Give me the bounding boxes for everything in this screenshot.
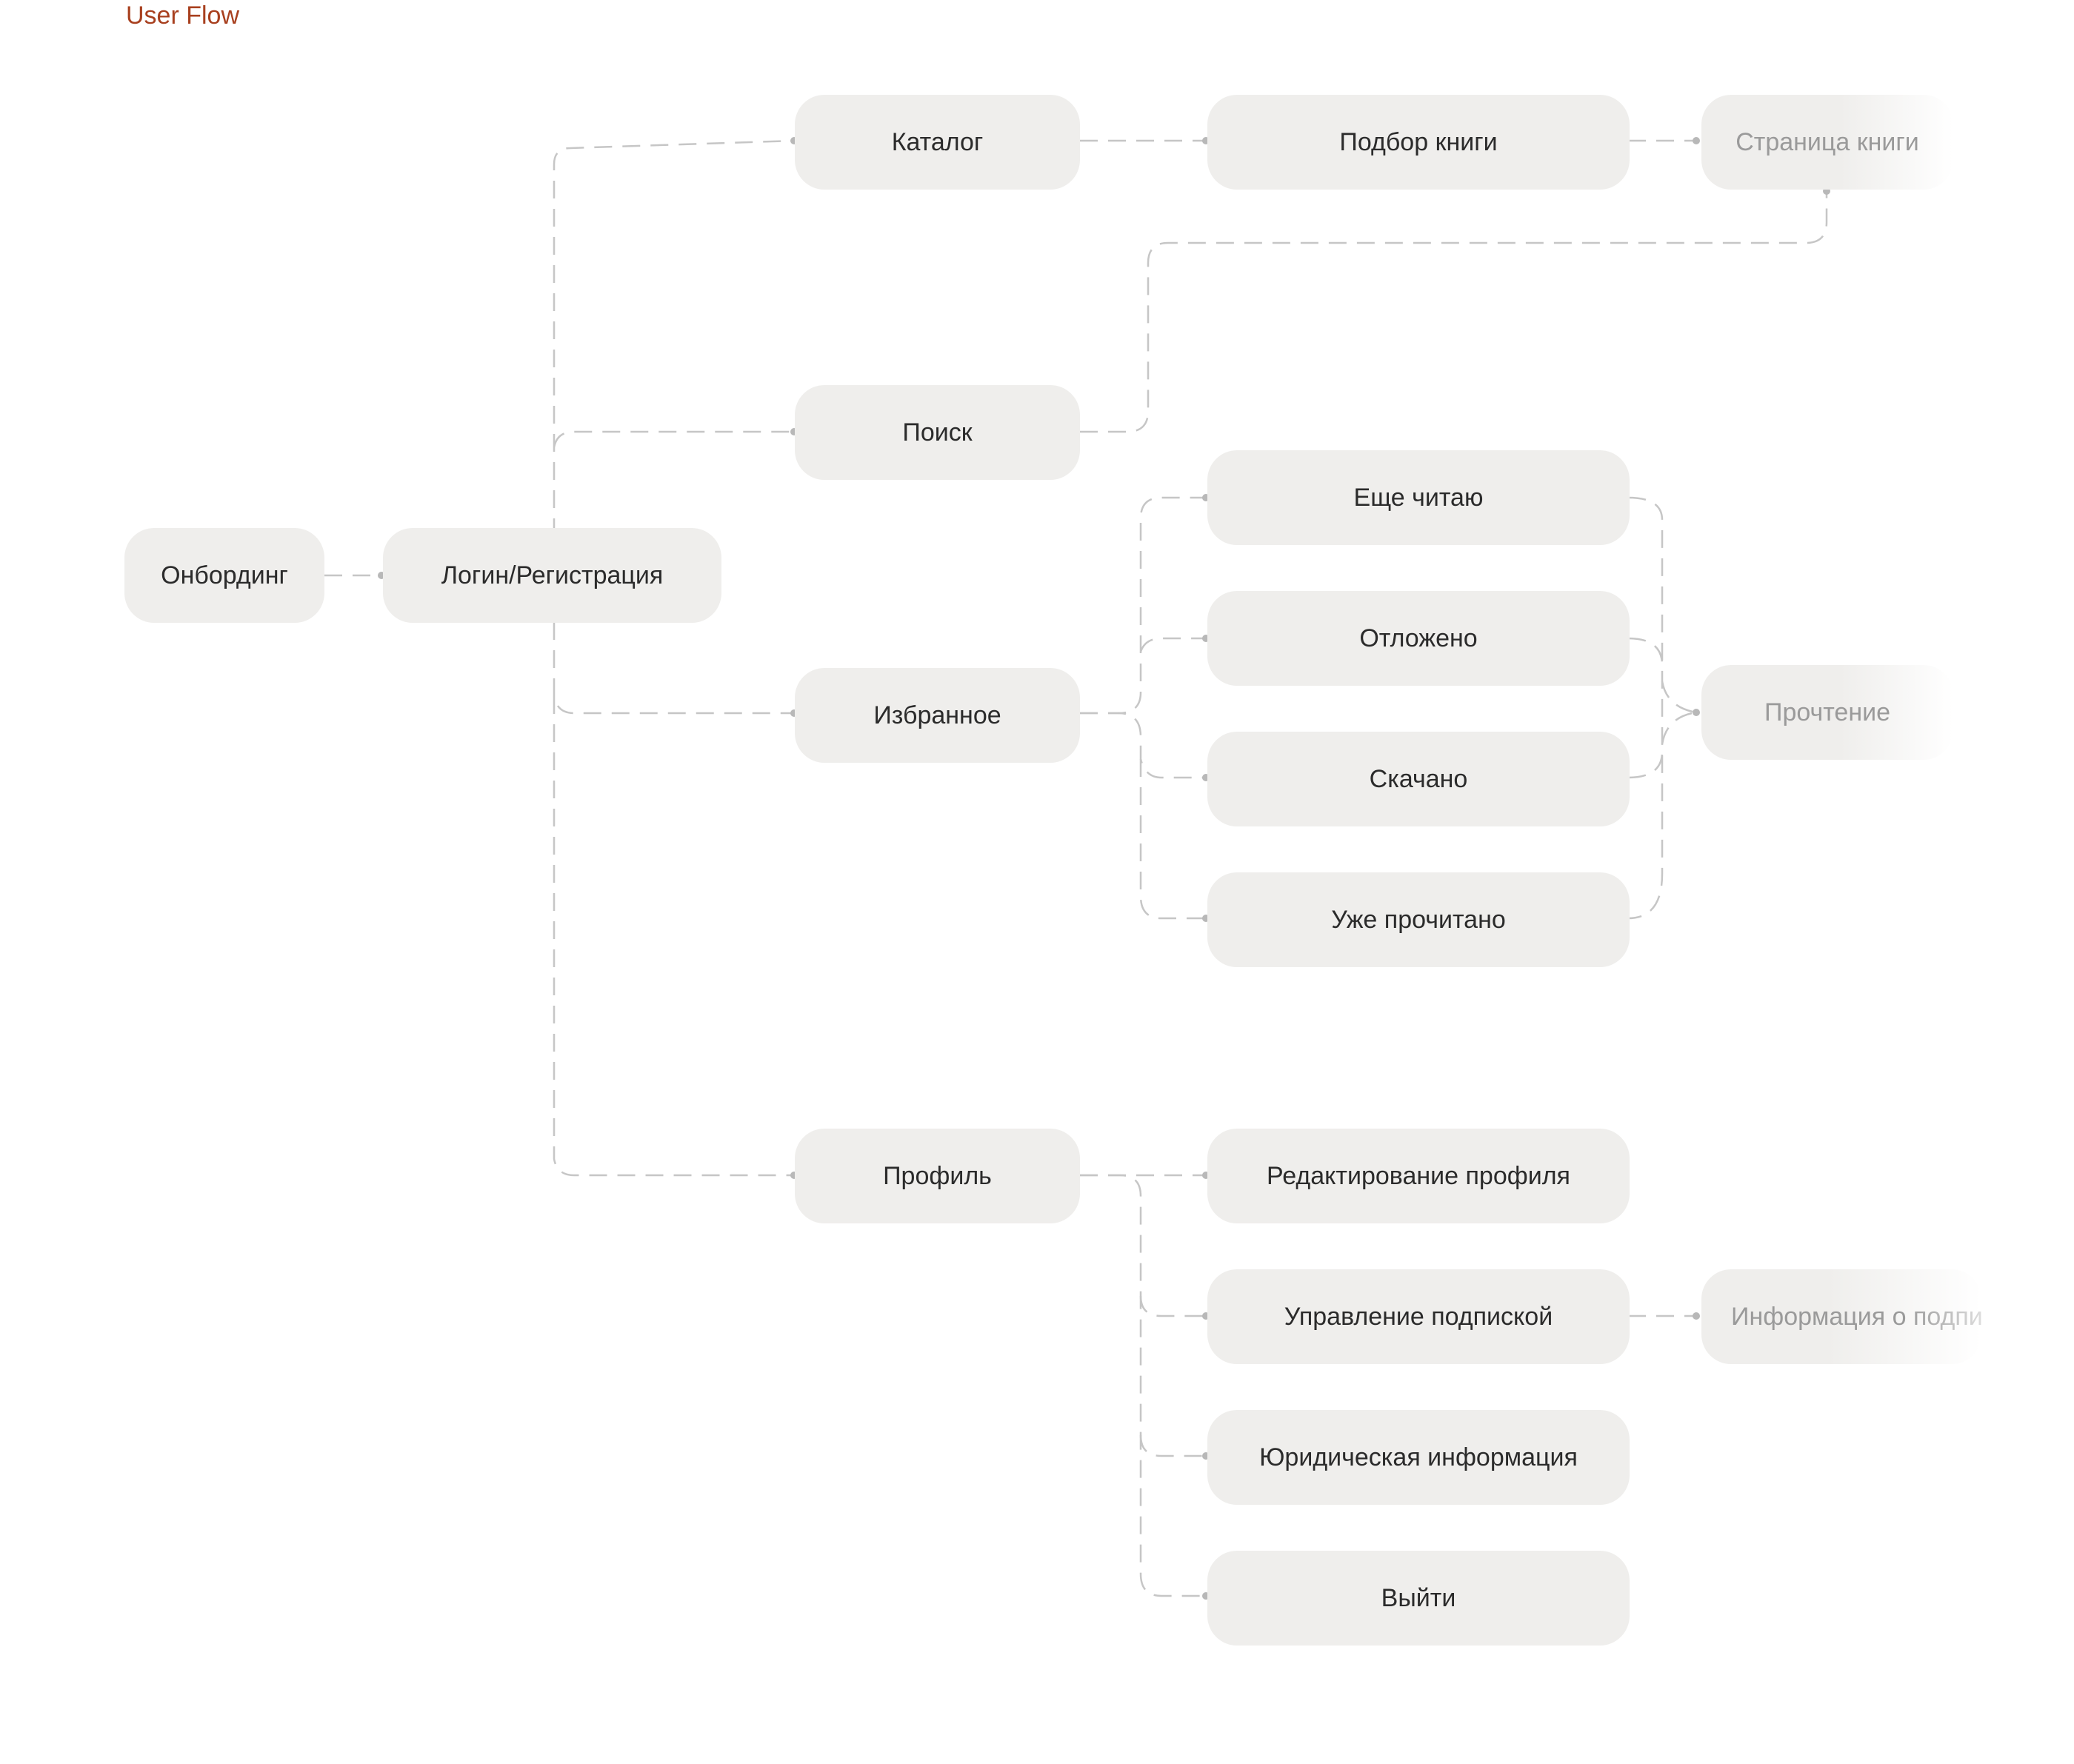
connector-login-profile xyxy=(553,696,794,1177)
node-legal-info[interactable]: Юридическая информация xyxy=(1207,1410,1630,1505)
node-label: Юридическая информация xyxy=(1259,1443,1578,1471)
connector-group-reading-top xyxy=(1661,681,1697,714)
connector-favorites-already-read xyxy=(1139,759,1206,920)
node-label: Выйти xyxy=(1381,1583,1456,1612)
connector-favorites-postponed xyxy=(1139,637,1206,652)
node-label: Поиск xyxy=(902,418,973,447)
node-label: Скачано xyxy=(1369,764,1468,793)
node-already-read[interactable]: Уже прочитано xyxy=(1207,872,1630,967)
connector-still-reading-reading xyxy=(1627,496,1664,920)
connector-login-search xyxy=(553,430,794,448)
node-downloaded[interactable]: Скачано xyxy=(1207,732,1630,826)
node-label: Страница книги xyxy=(1735,127,1919,156)
node-logout[interactable]: Выйти xyxy=(1207,1551,1630,1646)
node-label: Онбординг xyxy=(161,561,288,589)
connector-dot xyxy=(1693,137,1700,144)
connector-favorites-downloaded xyxy=(1080,712,1206,779)
page-title: User Flow xyxy=(126,1,240,30)
node-label: Каталог xyxy=(891,127,984,156)
node-label: Профиль xyxy=(883,1161,992,1190)
node-label: Прочтение xyxy=(1764,698,1890,726)
node-edit-profile[interactable]: Редактирование профиля xyxy=(1207,1129,1630,1223)
node-label: Информация о подписке xyxy=(1731,1302,1981,1331)
node-reading[interactable]: Прочтение xyxy=(1701,665,1953,760)
node-catalog[interactable]: Каталог xyxy=(795,95,1080,190)
node-label: Подбор книги xyxy=(1339,127,1498,156)
connector-profile-branch xyxy=(1080,1174,1206,1597)
node-postponed[interactable]: Отложено xyxy=(1207,591,1630,686)
connector-favorites-still-reading xyxy=(1080,496,1206,715)
node-label: Избранное xyxy=(873,701,1001,729)
connector-postponed-reading xyxy=(1627,637,1664,666)
node-still-reading[interactable]: Еще читаю xyxy=(1207,450,1630,545)
node-label: Уже прочитано xyxy=(1331,905,1506,934)
connector-search-bookpage xyxy=(1080,191,1828,433)
node-search[interactable]: Поиск xyxy=(795,385,1080,480)
connector-login-trunk xyxy=(553,139,795,536)
node-label: Управление подпиской xyxy=(1284,1302,1553,1331)
connector-downloaded-reading xyxy=(1627,751,1664,779)
node-subscription-info[interactable]: Информация о подписке xyxy=(1701,1269,1981,1364)
node-login-registration[interactable]: Логин/Регистрация xyxy=(383,528,721,623)
node-profile[interactable]: Профиль xyxy=(795,1129,1080,1223)
connector-profile-legal xyxy=(1139,1434,1206,1457)
node-label: Редактирование профиля xyxy=(1267,1161,1570,1190)
node-label: Логин/Регистрация xyxy=(441,561,664,589)
node-label: Еще читаю xyxy=(1353,483,1484,512)
connector-group-reading-bottom xyxy=(1661,711,1697,745)
connector-profile-subscription xyxy=(1139,1295,1206,1317)
connector-login-favorites xyxy=(553,622,794,715)
connector-dot xyxy=(1693,709,1700,716)
node-label: Отложено xyxy=(1359,624,1478,652)
node-onboarding[interactable]: Онбординг xyxy=(124,528,324,623)
node-favorites[interactable]: Избранное xyxy=(795,668,1080,763)
connector-dot xyxy=(1693,1312,1700,1320)
node-book-selection[interactable]: Подбор книги xyxy=(1207,95,1630,190)
node-book-page[interactable]: Страница книги xyxy=(1701,95,1953,190)
node-manage-subscription[interactable]: Управление подпиской xyxy=(1207,1269,1630,1364)
